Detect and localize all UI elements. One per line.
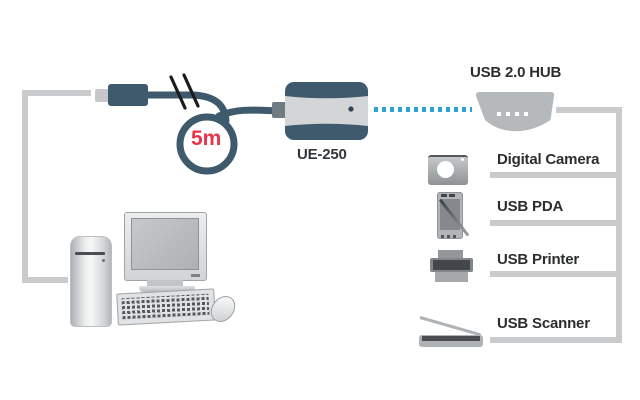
hub-port-dots	[497, 112, 528, 116]
cable-length-label: 5m	[191, 127, 222, 150]
pda-detail	[449, 194, 455, 197]
pc-connection-line-left	[22, 90, 28, 283]
scanner-branch-line	[490, 337, 622, 343]
cable-loop	[176, 113, 238, 175]
device-label-digital-camera: Digital Camera	[497, 151, 600, 168]
keyboard-icon	[116, 288, 216, 326]
pda-buttons	[441, 235, 459, 238]
device-label-usb-printer: USB Printer	[497, 251, 579, 268]
digital-camera-icon	[428, 155, 468, 185]
camera-flash-dot	[461, 158, 464, 161]
tower-power-dot	[102, 259, 105, 262]
extender-face	[285, 96, 368, 126]
monitor-stand-base	[139, 286, 195, 292]
device-label-usb-pda: USB PDA	[497, 198, 564, 215]
dotted-usb-link	[374, 107, 472, 112]
usb-cable-out	[215, 106, 284, 120]
scanner-lid	[419, 316, 481, 337]
scanner-glass-stripe	[422, 336, 480, 341]
monitor-screen	[131, 218, 199, 270]
computer-tower-icon	[70, 236, 112, 327]
pda-detail	[441, 194, 447, 197]
pda-branch-line	[490, 220, 622, 226]
hub-body-icon	[475, 92, 555, 132]
monitor-icon	[124, 212, 207, 281]
pc-connection-line-bottom	[22, 277, 68, 283]
tower-drive-slot	[75, 252, 105, 255]
hub-connection-line	[556, 107, 622, 113]
usb-pda-icon	[437, 192, 470, 240]
usb-plug-tip	[95, 89, 110, 102]
camera-branch-line	[490, 172, 622, 178]
printer-branch-line	[490, 271, 622, 277]
usb-scanner-icon	[419, 313, 483, 349]
extender-led	[348, 106, 354, 112]
printer-output-tray	[435, 272, 468, 282]
cable-break-mark	[169, 75, 187, 110]
camera-lens	[437, 161, 454, 178]
usb-printer-icon	[430, 250, 473, 283]
printer-front-slot	[433, 260, 470, 270]
extender-label: UE-250	[297, 146, 347, 163]
printer-paper-tray	[438, 250, 463, 259]
keyboard-keys	[121, 293, 210, 320]
device-label-usb-scanner: USB Scanner	[497, 315, 590, 332]
hub-label: USB 2.0 HUB	[470, 64, 562, 81]
cable-break-mark	[182, 73, 200, 108]
monitor-stand-neck	[147, 280, 183, 286]
monitor-controls	[191, 274, 200, 277]
usb-plug-icon	[108, 84, 148, 106]
pc-connection-line-top	[22, 90, 91, 96]
